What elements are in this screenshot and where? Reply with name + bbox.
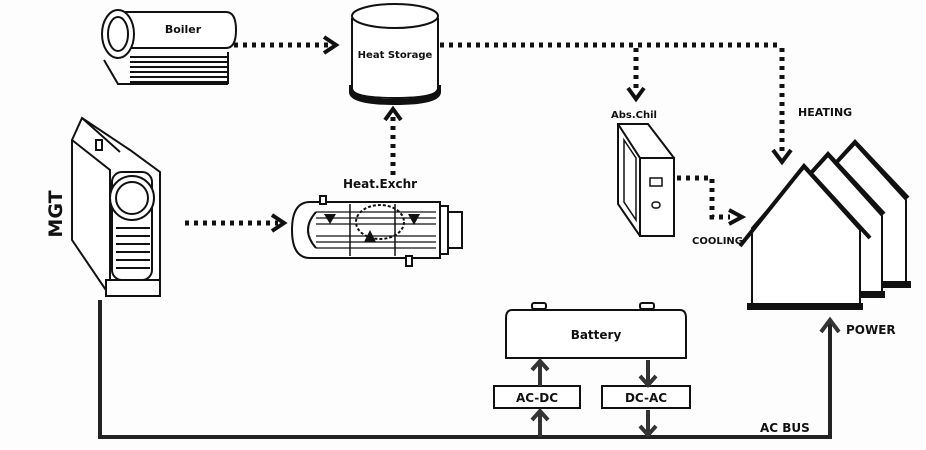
arrowhead-to-abs-chiller [626,86,646,103]
ac-dc-label: AC-DC [516,391,558,405]
heat-flow-arrowheads [270,35,793,233]
abs-chiller-icon [617,123,675,237]
arrowhead-battery-to-dcac [638,374,658,389]
mgt-label: MGT [45,190,67,237]
heat-storage-icon [349,3,441,106]
boiler-label: Boiler [165,23,202,36]
dc-ac-label: DC-AC [625,391,667,405]
ac-dc-converter-box [493,385,581,409]
arrowhead-to-exchanger [270,213,288,233]
ac-bus-line [98,300,832,439]
exchanger-flow-triangles [324,214,420,242]
arrowhead-heating [771,148,793,166]
boiler-icon [101,9,238,85]
flow-cooling [677,175,730,220]
abs-chiller-label: Abs.Chil [611,110,657,121]
power-label: POWER [846,323,896,337]
heating-label: HEATING [798,106,852,119]
cooling-label: COOLING [692,236,743,247]
arrowhead-to-storage [322,35,340,55]
arrowhead-dcac-to-bus [638,424,658,439]
battery-label: Battery [571,328,622,342]
arrowhead-to-storage-up [383,105,403,122]
battery-icon [505,302,687,359]
electric-arrows [530,316,841,439]
arrowhead-power [819,316,841,334]
buildings-icon [738,139,911,310]
arrowhead-acdc-to-battery [530,357,550,372]
ac-bus-label: AC BUS [760,421,810,435]
heat-exchanger-label: Heat.Exchr [343,177,417,191]
heat-flow-lines [185,42,785,226]
arrowhead-cooling [728,208,747,226]
heat-exchanger-icon [290,195,463,267]
mgt-icon [71,116,161,298]
arrowhead-bus-to-acdc [530,407,550,422]
dc-ac-converter-box [601,385,691,409]
heat-storage-label: Heat Storage [358,50,433,61]
